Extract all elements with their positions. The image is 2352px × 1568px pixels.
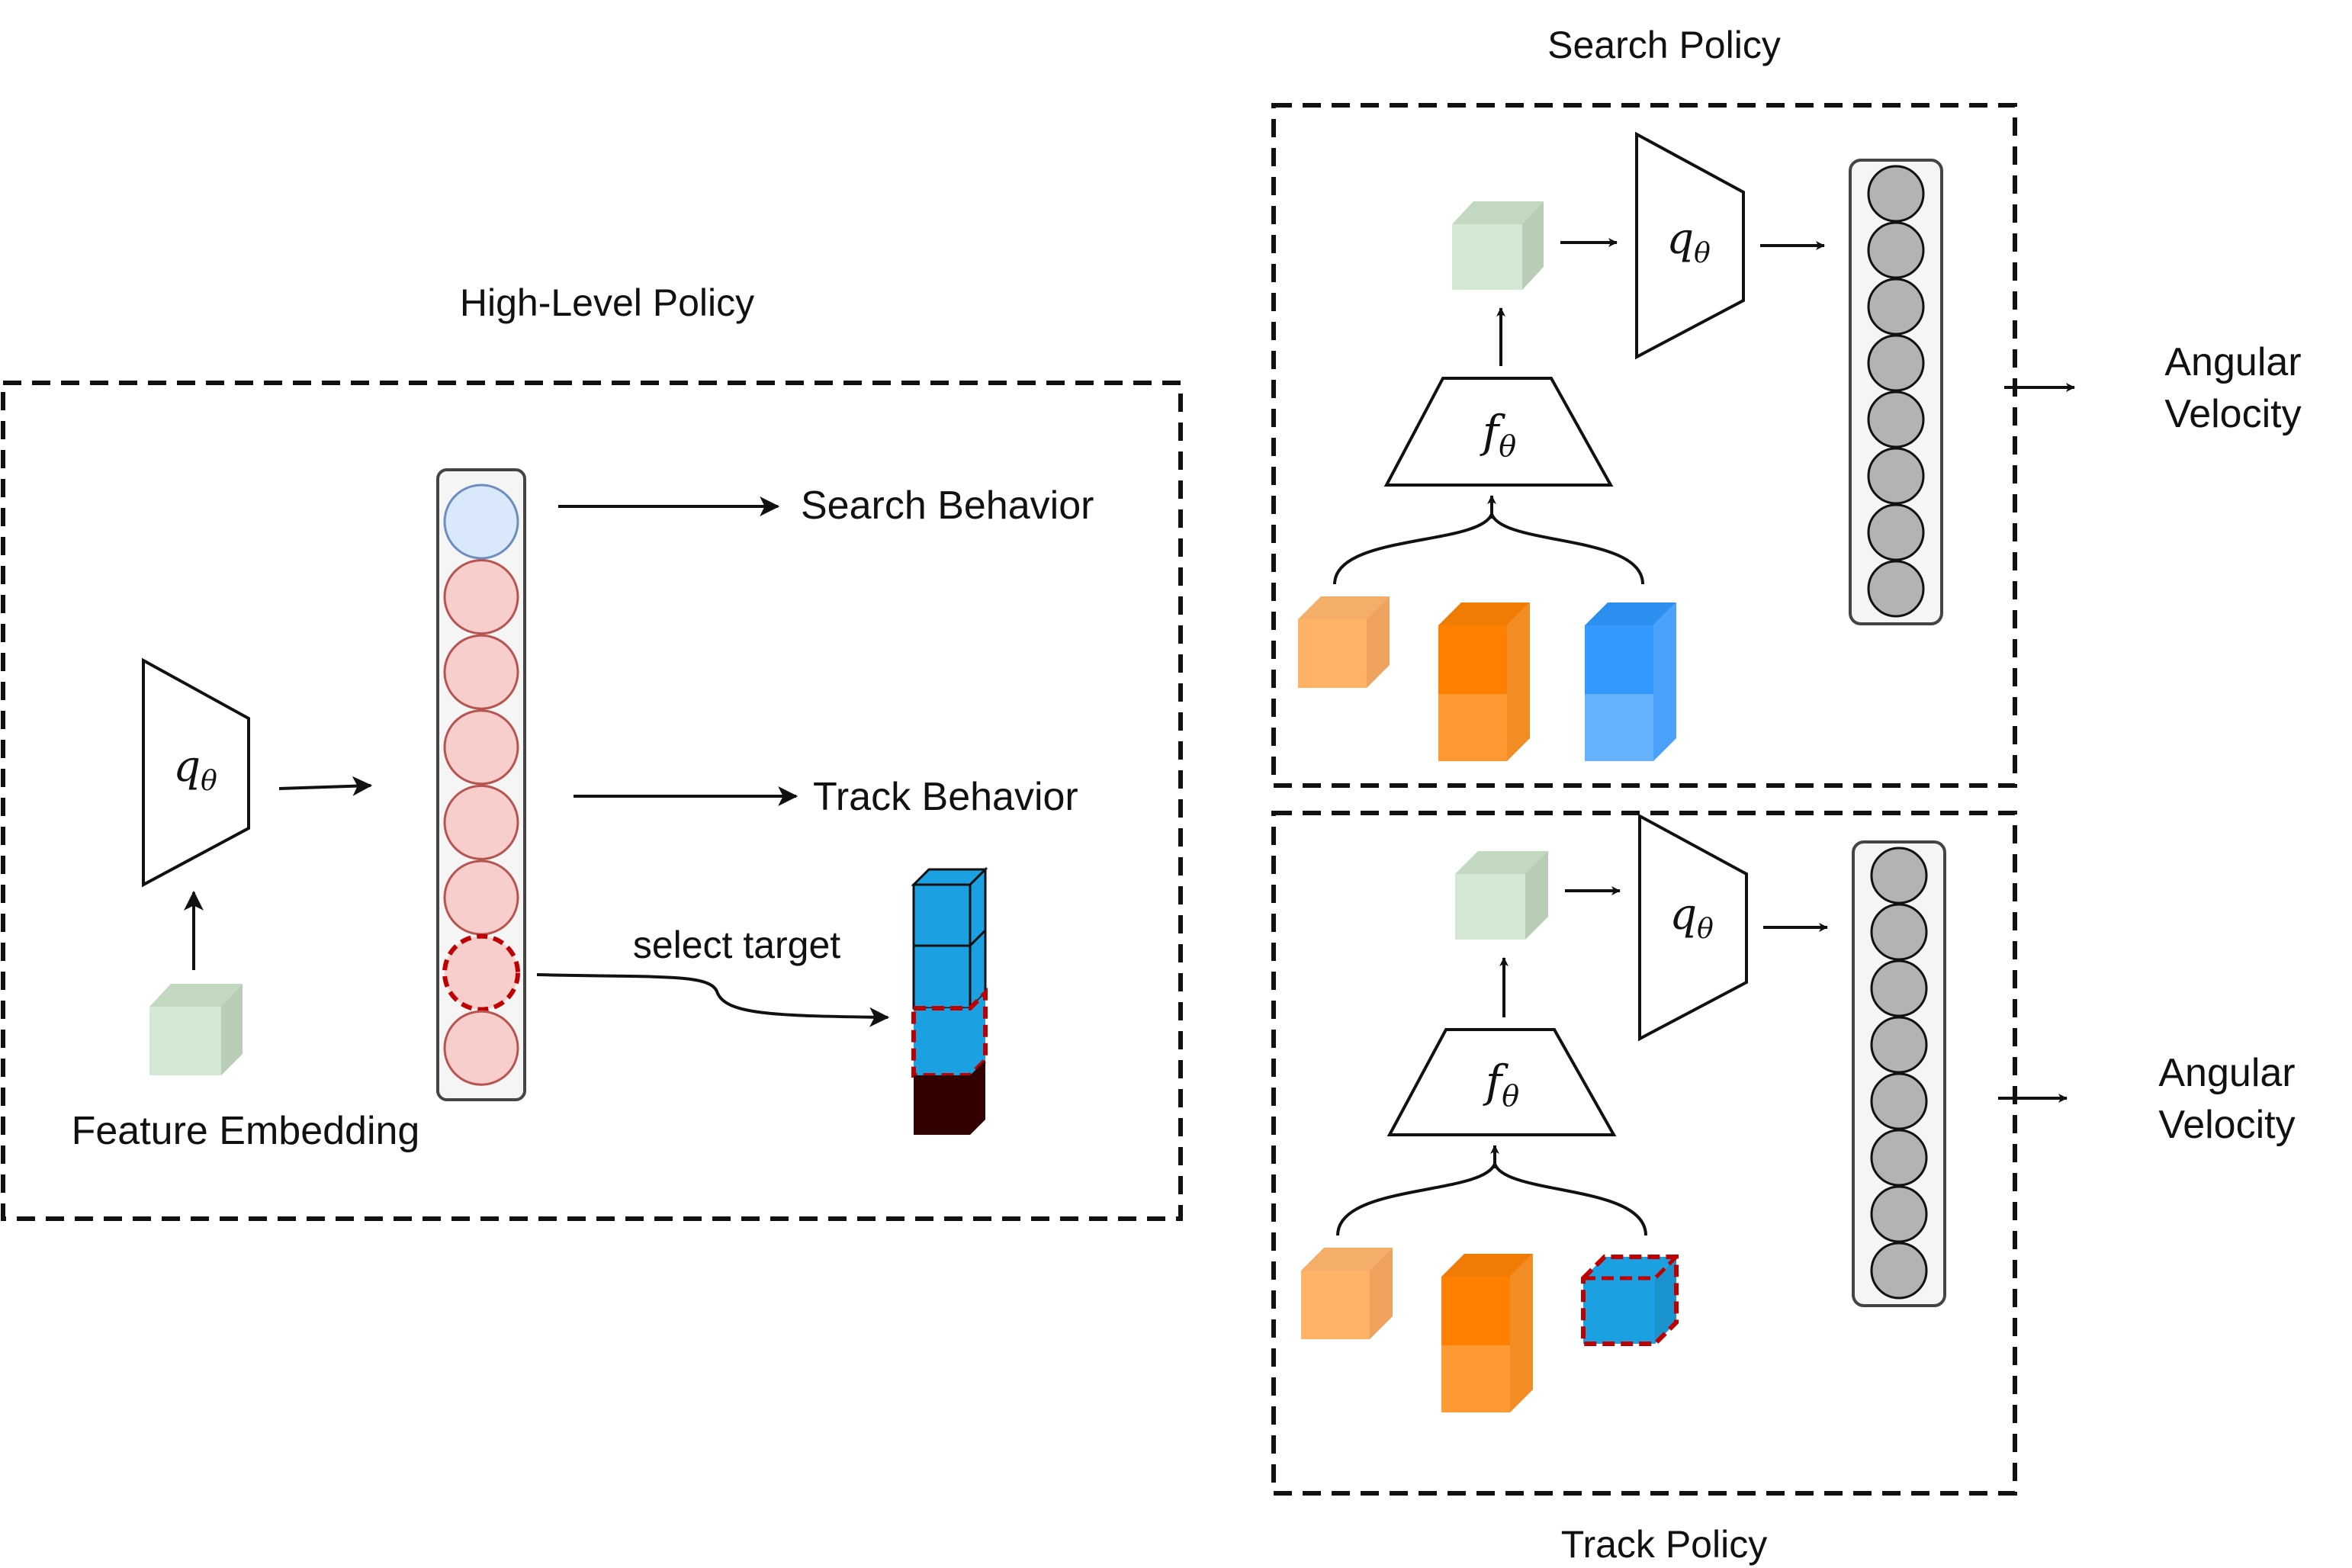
high-level-policy-title: High-Level Policy xyxy=(460,281,754,324)
track-output-node xyxy=(1870,847,1928,904)
svg-text:qθ: qθ xyxy=(1669,890,1714,945)
track-f-network: fθ xyxy=(1386,1028,1617,1136)
search-output-node xyxy=(1867,165,1925,223)
track-node-group xyxy=(1870,847,1928,1300)
search-feature-cube xyxy=(1452,201,1544,290)
track-policy-panel: Track Policy qθ Angular Velocity fθ xyxy=(1271,811,2296,1566)
stack-cube-top xyxy=(911,866,988,949)
search-input-block-orange xyxy=(1438,602,1530,761)
track-behavior-node xyxy=(443,860,519,936)
search-output-node xyxy=(1867,503,1925,561)
track-feature-cube xyxy=(1455,851,1548,940)
search-input-block-blue xyxy=(1585,602,1676,761)
track-policy-frame xyxy=(1271,811,2017,1496)
track-policy-title: Track Policy xyxy=(1561,1523,1767,1566)
high-level-q-symbol: q xyxy=(173,742,201,792)
search-f-network: fθ xyxy=(1383,377,1614,487)
track-input-cube-light-orange xyxy=(1301,1248,1393,1339)
track-behavior-label: Track Behavior xyxy=(813,775,1078,819)
track-q-subscript: θ xyxy=(1697,914,1714,945)
search-output-node xyxy=(1867,221,1925,279)
search-q-network: qθ xyxy=(1635,131,1745,360)
high-level-policy-panel: High-Level Policy qθ Feature Embedding S… xyxy=(1,281,1183,1221)
track-output-node xyxy=(1870,903,1928,961)
track-output-node xyxy=(1870,959,1928,1017)
selected-target-node xyxy=(442,933,520,1012)
track-behavior-node xyxy=(443,709,519,786)
target-stack xyxy=(911,866,988,1135)
search-output-node xyxy=(1867,278,1925,336)
search-behavior-label: Search Behavior xyxy=(801,484,1094,528)
track-input-cube-blue-selected xyxy=(1581,1255,1679,1346)
track-output-node xyxy=(1870,1185,1928,1243)
q-to-nodes-arrow xyxy=(278,776,373,796)
svg-text:qθ: qθ xyxy=(1666,214,1711,269)
search-policy-frame xyxy=(1271,103,2017,788)
search-output-line1: Angular xyxy=(2164,340,2301,384)
track-output-line1: Angular xyxy=(2158,1051,2295,1095)
track-output-line2: Velocity xyxy=(2158,1103,2295,1147)
search-policy-panel: Search Policy qθ Angular Velocity fθ xyxy=(1271,24,2302,788)
search-output-line2: Velocity xyxy=(2164,392,2301,436)
search-node-group xyxy=(1867,165,1925,618)
track-inputs-brace xyxy=(1336,1150,1647,1236)
svg-text:qθ: qθ xyxy=(173,742,217,797)
search-output-node xyxy=(1867,334,1925,392)
track-input-block-orange xyxy=(1441,1254,1533,1412)
search-q-subscript: θ xyxy=(1694,238,1711,269)
search-output-node xyxy=(1867,447,1925,505)
stack-cube-middle xyxy=(912,927,987,1011)
high-level-q-subscript: θ xyxy=(201,766,217,797)
search-f-subscript: θ xyxy=(1499,429,1516,463)
search-policy-title: Search Policy xyxy=(1547,24,1781,66)
feature-embedding-cube xyxy=(149,984,243,1075)
track-output-node xyxy=(1870,1129,1928,1187)
track-output-node xyxy=(1870,1016,1928,1074)
high-level-node-group xyxy=(442,484,520,1086)
track-q-network: qθ xyxy=(1638,813,1748,1042)
track-behavior-node xyxy=(443,1010,519,1086)
stack-cube-bottom xyxy=(914,1060,985,1135)
select-target-arrow xyxy=(536,973,890,1027)
search-q-symbol: q xyxy=(1666,214,1694,264)
track-output-node xyxy=(1870,1072,1928,1130)
high-level-q-network: qθ xyxy=(142,657,250,888)
search-behavior-node xyxy=(443,484,519,560)
track-f-subscript: θ xyxy=(1502,1079,1519,1113)
track-behavior-node xyxy=(443,559,519,635)
track-behavior-node xyxy=(443,634,519,710)
search-output-node xyxy=(1867,560,1925,618)
search-input-cube-light-orange xyxy=(1298,596,1390,688)
select-target-label: select target xyxy=(633,924,840,966)
track-behavior-node xyxy=(443,784,519,860)
track-output-node xyxy=(1870,1242,1928,1300)
search-inputs-brace xyxy=(1333,500,1644,585)
search-output-node xyxy=(1867,390,1925,448)
track-q-symbol: q xyxy=(1669,890,1697,940)
high-level-policy-frame xyxy=(1,381,1183,1221)
feature-embedding-label: Feature Embedding xyxy=(72,1109,420,1153)
